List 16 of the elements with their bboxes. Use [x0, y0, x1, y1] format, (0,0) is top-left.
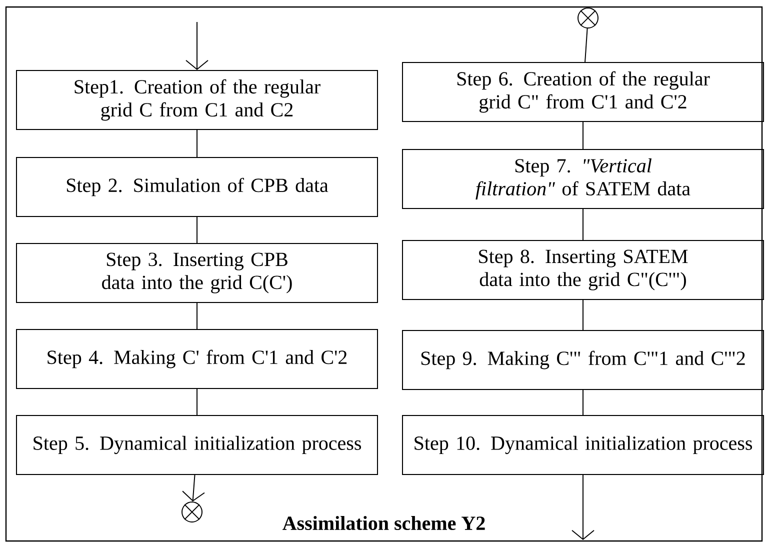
process-box: Step 9. Making C'" from C'"1 and C'"2 [402, 330, 764, 390]
arrow [572, 474, 594, 540]
connector-circle [578, 8, 598, 28]
process-box: Step1. Creation of the regular grid C from C1 and C2 [16, 70, 378, 130]
process-box: Step 2. Simulation of CPB data [16, 157, 378, 217]
arrow [186, 22, 208, 70]
process-box: Step 3. Inserting CPB data into the grid C(C') [16, 243, 378, 303]
process-box: Step 6. Creation of the regular grid C" from C'1 and C'2 [402, 62, 764, 122]
process-box: Step 7. "Vertical filtration" of SATEM data [402, 149, 764, 209]
connector-circle [182, 502, 202, 522]
caption: Assimilation scheme Y2 [282, 516, 485, 530]
process-box: Step 8. Inserting SATEM data into the grid C"(C'") [402, 240, 764, 300]
process-box: Step 4. Making C' from C'1 and C'2 [16, 329, 378, 389]
process-box: Step 5. Dynamical initialization process [16, 415, 378, 475]
arrow [182, 474, 205, 502]
process-box: Step 10. Dynamical initialization process [402, 415, 764, 475]
